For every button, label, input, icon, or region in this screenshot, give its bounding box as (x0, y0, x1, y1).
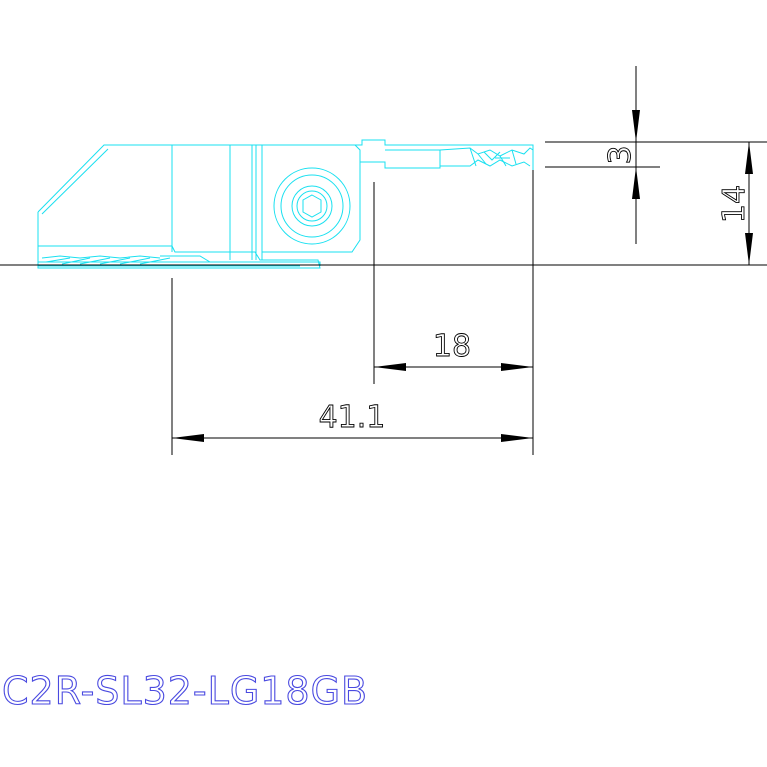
holder-neck-outline (360, 149, 441, 169)
clamp-screw-inner (296, 190, 328, 222)
clamp-screw-outer (273, 167, 351, 245)
dim-41-arrow-left (172, 434, 204, 442)
tool-holder (37, 139, 534, 269)
dim-18-arrow-right (501, 363, 533, 371)
clamp-screw-ring (280, 174, 344, 238)
clamp-screw-hex-socket (302, 194, 322, 218)
dim-label-cut-depth: 3 (603, 145, 638, 164)
dim-3-arrow-top (632, 110, 640, 142)
cutting-insert (439, 147, 534, 167)
holder-clamp-outline (262, 144, 361, 253)
dim-14-arrow-bottom (745, 233, 753, 265)
clamp-screw-head (291, 185, 333, 227)
holder-body-outline (37, 139, 534, 269)
dim-3-arrow-bottom (632, 167, 640, 199)
holder-left-chamfer-inner (41, 148, 109, 215)
dim-18-arrow-left (374, 363, 406, 371)
holder-knurl-pattern (41, 255, 321, 266)
dim-label-insert-reach: 18 (433, 329, 471, 364)
dim-label-overall-length: 41.1 (319, 400, 386, 435)
dimension-lines (0, 66, 767, 455)
dim-14-arrow-top (745, 142, 753, 174)
dim-41-arrow-right (501, 434, 533, 442)
dim-label-height: 14 (717, 185, 752, 223)
part-code-label: C2R-SL32-LG18GB (2, 669, 368, 713)
